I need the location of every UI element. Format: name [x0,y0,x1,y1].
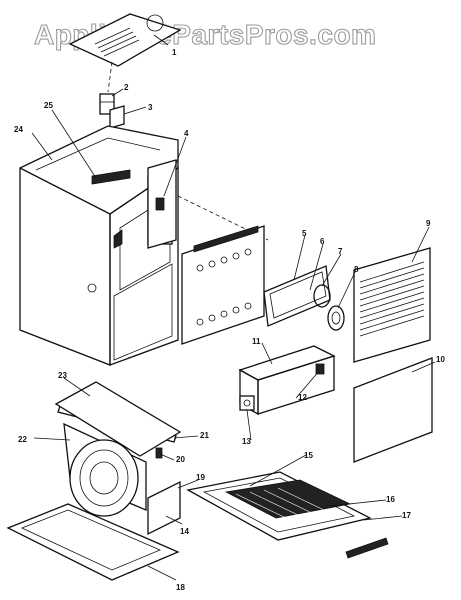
part-24-cabinet [19,125,269,366]
part-1-top-plate [68,13,182,93]
part-7-ring [313,284,331,308]
callout-19: 19 [196,473,205,482]
callout-23: 23 [58,371,67,380]
callout-17: 17 [402,511,411,520]
part-8-ring [327,305,345,331]
callout-22: 22 [18,435,27,444]
callout-25: 25 [44,101,53,110]
part-2-bracket [99,93,115,115]
callout-15: 15 [304,451,313,460]
callout-18: 18 [176,583,185,592]
callout-9: 9 [426,219,431,228]
part-10-lower-door [353,357,433,463]
part-12-bracket [315,363,325,375]
callout-5: 5 [302,229,307,238]
part-17-filter-bar [345,537,389,559]
callout-12: 12 [298,393,307,402]
callout-14: 14 [180,527,189,536]
part-19-panel [147,480,181,536]
part-3-clip [109,105,125,129]
part-6-gasket [263,265,331,327]
callout-10: 10 [436,355,445,364]
callout-21: 21 [200,431,209,440]
callout-11: 11 [252,337,261,346]
callout-6: 6 [320,237,325,246]
callout-24: 24 [14,125,23,134]
callout-1: 1 [172,48,177,57]
part-5-burner-panel [181,225,265,345]
part-4-partition [147,159,177,249]
part-20-screw [155,447,163,459]
callout-13: 13 [242,437,251,446]
callout-20: 20 [176,455,185,464]
callout-2: 2 [124,83,129,92]
callout-16: 16 [386,495,395,504]
callout-4: 4 [184,129,189,138]
part-9-louvered-door [353,247,431,363]
part-23-rail-plate [54,381,182,457]
part-22-blower [63,422,147,517]
callout-3: 3 [148,103,153,112]
part-18-bottom-panel [6,503,180,581]
callout-8: 8 [354,265,359,274]
part-11-shelf [238,345,336,416]
part-16-filter [224,479,352,519]
part-13-bracket [239,395,255,411]
callout-7: 7 [338,247,343,256]
callout-leaders [31,34,436,581]
